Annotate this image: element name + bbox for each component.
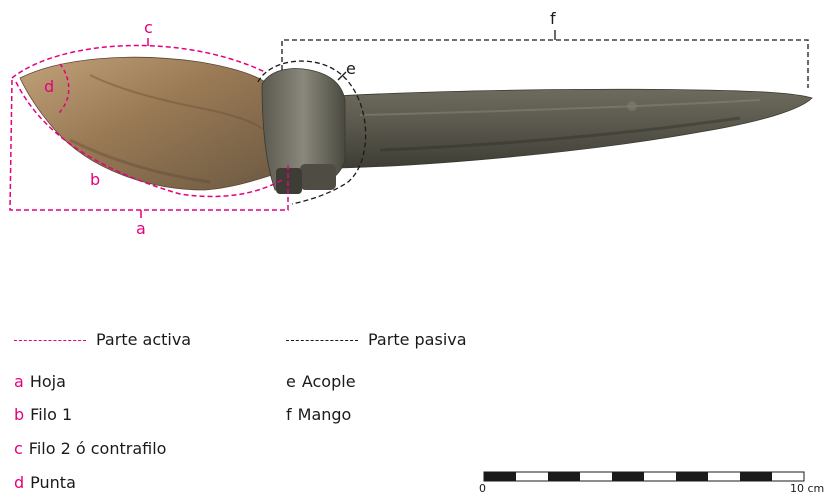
legend-item-f: f Mango bbox=[286, 405, 351, 424]
label-d: d bbox=[44, 77, 54, 96]
scale-end-label: 10 cm bbox=[790, 482, 824, 495]
legend-letter: b bbox=[14, 405, 24, 424]
legend-item-d: d Punta bbox=[14, 473, 76, 492]
handle-rivet bbox=[627, 101, 637, 111]
legend-passive: Parte pasiva bbox=[286, 330, 467, 349]
legend-passive-label: Parte pasiva bbox=[368, 330, 467, 349]
label-b: b bbox=[90, 170, 100, 189]
legend-item-c: c Filo 2 ó contrafilo bbox=[14, 439, 166, 458]
legend-letter: d bbox=[14, 473, 24, 492]
legend-letter: a bbox=[14, 372, 24, 391]
bolster-block bbox=[300, 164, 336, 190]
active-dash-sample bbox=[14, 340, 86, 341]
label-a: a bbox=[136, 219, 146, 238]
handle-bracket bbox=[282, 40, 808, 88]
scale-start-label: 0 bbox=[479, 482, 486, 495]
scale-bar bbox=[484, 472, 804, 481]
legend-active-label: Parte activa bbox=[96, 330, 191, 349]
legend-letter: c bbox=[14, 439, 23, 458]
legend-text: Filo 2 ó contrafilo bbox=[29, 439, 167, 458]
legend-active: Parte activa bbox=[14, 330, 191, 349]
passive-dash-sample bbox=[286, 340, 358, 341]
legend-item-b: b Filo 1 bbox=[14, 405, 72, 424]
legend-item-e: e Acople bbox=[286, 372, 356, 391]
legend-text: Mango bbox=[298, 405, 352, 424]
label-c: c bbox=[144, 18, 153, 37]
legend-text: Filo 1 bbox=[30, 405, 72, 424]
legend-text: Acople bbox=[302, 372, 356, 391]
label-f: f bbox=[550, 9, 556, 28]
legend-item-a: a Hoja bbox=[14, 372, 66, 391]
legend-text: Hoja bbox=[30, 372, 66, 391]
label-e: e bbox=[346, 59, 356, 78]
legend-letter: f bbox=[286, 405, 292, 424]
legend-text: Punta bbox=[30, 473, 76, 492]
legend-letter: e bbox=[286, 372, 296, 391]
